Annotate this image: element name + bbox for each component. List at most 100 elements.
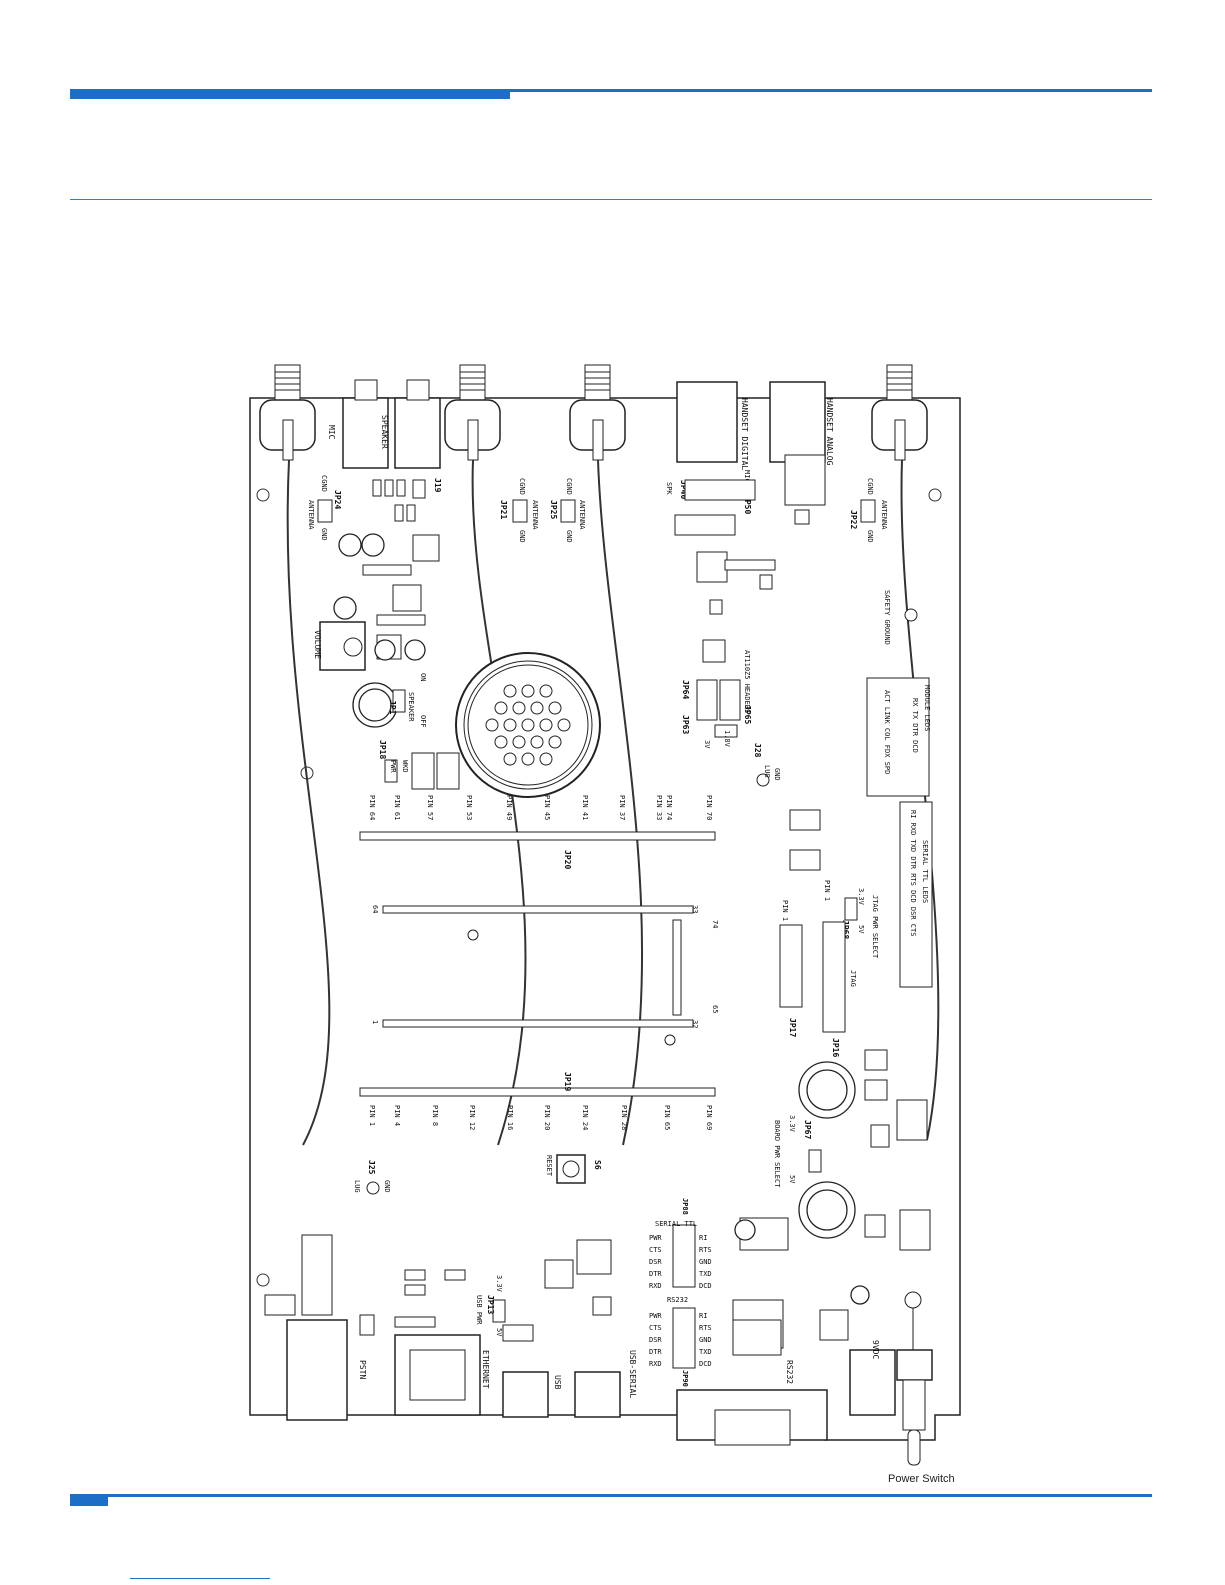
serial-ttl-leds-box <box>899 801 933 988</box>
header-jp90 <box>672 1307 696 1369</box>
jumper-jp13 <box>492 1299 506 1323</box>
svg-text:PWR: PWR <box>389 760 397 773</box>
svg-text:JP18: JP18 <box>378 740 387 759</box>
antenna-cable-1 <box>286 459 331 1146</box>
rs232-right-signals: RI RTS GND TXD DCD <box>699 1312 712 1368</box>
svg-text:AT110Z5 HEADERS: AT110Z5 HEADERS <box>743 650 751 713</box>
label-mic-handset: MIC <box>743 470 751 483</box>
svg-text:PIN 64: PIN 64 <box>368 795 376 820</box>
mic-jack-barrel <box>354 379 378 401</box>
safety-ground-screw <box>904 608 918 622</box>
label-handset-digital: HANDSET DIGITAL <box>740 398 749 470</box>
pin-header-jp20 <box>359 831 716 841</box>
svg-text:3.3V: 3.3V <box>788 1115 796 1133</box>
jumper-jp22: JP22 ANTENNA GND CGND <box>849 478 888 543</box>
header-jp88 <box>672 1224 696 1288</box>
svg-text:USB PWR: USB PWR <box>475 1295 483 1325</box>
label-safety-ground: SAFETY GROUND <box>883 590 891 645</box>
header-jp63 <box>719 679 741 721</box>
label-handset-analog: HANDSET ANALOG <box>825 398 834 466</box>
svg-text:DSR: DSR <box>649 1336 662 1344</box>
svg-text:GND: GND <box>866 530 874 543</box>
handset-digital-connector <box>676 381 738 463</box>
svg-text:SERIAL TTL: SERIAL TTL <box>655 1220 697 1228</box>
svg-text:PIN 28: PIN 28 <box>620 1105 628 1130</box>
svg-text:JP24: JP24 <box>333 490 342 509</box>
mount-hole <box>256 1273 270 1287</box>
svg-text:RX TX DTR DCD: RX TX DTR DCD <box>911 698 919 753</box>
electrolytic-capacitors <box>333 533 870 1305</box>
svg-text:RXD: RXD <box>649 1282 662 1290</box>
header-jp17 <box>779 924 803 1008</box>
svg-text:USB: USB <box>553 1375 562 1390</box>
svg-text:LUG: LUG <box>763 765 771 778</box>
svg-text:PIN 16: PIN 16 <box>506 1105 514 1130</box>
jumper-jp1 <box>392 689 406 713</box>
svg-text:WKD: WKD <box>401 760 409 773</box>
svg-text:SERIAL TTL LEDS: SERIAL TTL LEDS <box>921 840 929 903</box>
svg-text:JP67: JP67 <box>803 1120 812 1139</box>
label-jp40: JP40 <box>679 480 688 499</box>
jumper-jp24: JP24 ANTENNA GND CGND <box>307 475 342 541</box>
svg-text:PIN 1: PIN 1 <box>368 1105 376 1126</box>
header-jp64 <box>696 679 718 721</box>
svg-text:JP63: JP63 <box>681 715 690 734</box>
svg-text:PWR: PWR <box>649 1312 662 1320</box>
svg-text:ANTENNA: ANTENNA <box>578 500 586 530</box>
svg-text:JTAG: JTAG <box>849 970 857 987</box>
svg-text:PIN 8: PIN 8 <box>431 1105 439 1126</box>
svg-text:RTS: RTS <box>699 1324 712 1332</box>
svg-text:33: 33 <box>691 905 699 913</box>
jumper-jp67 <box>808 1149 822 1173</box>
svg-text:TXD: TXD <box>699 1270 712 1278</box>
svg-text:ANTENNA: ANTENNA <box>880 500 888 530</box>
svg-text:PSTN: PSTN <box>358 1360 367 1379</box>
svg-text:PIN 4: PIN 4 <box>393 1105 401 1126</box>
svg-text:CGND: CGND <box>320 475 328 492</box>
svg-text:JP16: JP16 <box>831 1038 840 1057</box>
serial-ttl-left-signals: PWR CTS DSR DTR RXD <box>649 1234 662 1290</box>
label-jp50: JP50 <box>743 495 752 514</box>
svg-text:GND: GND <box>565 530 573 543</box>
mount-hole <box>928 488 942 502</box>
inductor <box>411 752 435 790</box>
ic-rs232 <box>732 1319 782 1356</box>
jumper-jp65 <box>714 724 738 738</box>
svg-text:5V: 5V <box>495 1328 503 1337</box>
svg-text:PIN 70: PIN 70 <box>705 795 713 820</box>
antenna-connector-2 <box>444 364 501 461</box>
label-spk: SPK <box>665 482 673 495</box>
svg-text:3V: 3V <box>703 740 711 749</box>
jtag-header <box>822 921 846 1033</box>
usb-connector <box>502 1371 549 1418</box>
svg-text:JP64: JP64 <box>681 680 690 699</box>
svg-text:ANTENNA: ANTENNA <box>307 500 315 530</box>
svg-text:OFF: OFF <box>419 715 427 728</box>
power-switch-drawing <box>896 1291 933 1466</box>
svg-text:GND: GND <box>320 528 328 541</box>
svg-text:ACT LINK COL FDX SPD: ACT LINK COL FDX SPD <box>883 690 891 774</box>
svg-text:TXD: TXD <box>699 1348 712 1356</box>
svg-text:JP25: JP25 <box>549 500 558 519</box>
usb-serial-connector <box>574 1371 621 1418</box>
svg-text:GND: GND <box>773 768 781 781</box>
footer-accent-block <box>70 1494 108 1506</box>
svg-text:JP1: JP1 <box>388 700 397 715</box>
svg-text:1: 1 <box>371 1020 379 1024</box>
svg-text:S6: S6 <box>593 1160 602 1170</box>
svg-text:5V: 5V <box>788 1175 796 1184</box>
svg-text:RXD: RXD <box>649 1360 662 1368</box>
antenna-connector-3 <box>569 364 626 461</box>
svg-text:CTS: CTS <box>649 1246 662 1254</box>
svg-text:LUG: LUG <box>353 1180 361 1193</box>
svg-text:9VDC: 9VDC <box>871 1340 880 1359</box>
bottom-pin-labels: PIN 1 PIN 4 PIN 8 PIN 12 PIN 16 PIN 20 P… <box>368 1105 713 1130</box>
pcb-board-diagram: MIC SPEAKER HANDSET DIGITAL HANDSET ANAL… <box>249 364 961 1466</box>
svg-text:GND: GND <box>518 530 526 543</box>
svg-text:3.3V: 3.3V <box>495 1275 503 1293</box>
label-jp19: JP19 <box>563 1072 572 1091</box>
label-volume: VOLUME <box>313 630 322 659</box>
svg-text:PWR: PWR <box>649 1234 662 1242</box>
speaker-jack <box>394 397 441 469</box>
label-rs232-header: RS232 <box>667 1296 688 1304</box>
